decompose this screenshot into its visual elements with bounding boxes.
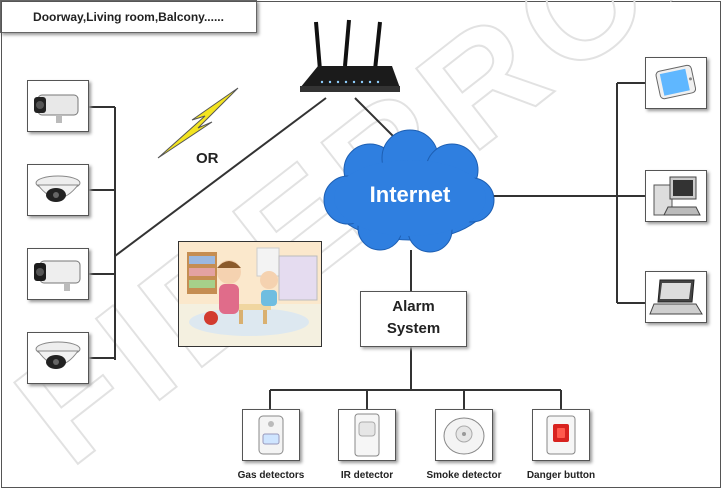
sensor-label-gas: Gas detectors	[237, 470, 305, 481]
desktop-computer-icon	[645, 170, 707, 222]
internet-label: Internet	[369, 182, 451, 207]
smoke-detector-icon	[435, 409, 493, 461]
dome-camera-icon	[27, 164, 89, 216]
bullet-camera-icon	[27, 248, 89, 300]
danger-button-icon	[532, 409, 590, 461]
dome-camera-icon	[27, 332, 89, 384]
sensor-label-smoke: Smoke detector	[426, 470, 502, 481]
sensor-label-danger: Danger button	[526, 470, 596, 481]
locations-label: Doorway,Living room,Balcony......	[0, 0, 257, 33]
alarm-system-line1: Alarm	[392, 298, 435, 315]
sensor-label-ir: IR detector	[340, 470, 394, 481]
bullet-camera-icon	[27, 80, 89, 132]
laptop-icon	[645, 271, 707, 323]
smartphone-icon	[645, 57, 707, 109]
or-label: OR	[196, 150, 219, 167]
alarm-system-box: Alarm System	[360, 291, 467, 347]
gas-detector-icon	[242, 409, 300, 461]
alarm-system-line2: System	[386, 320, 441, 337]
family-photo	[178, 241, 322, 347]
ir-detector-icon	[338, 409, 396, 461]
